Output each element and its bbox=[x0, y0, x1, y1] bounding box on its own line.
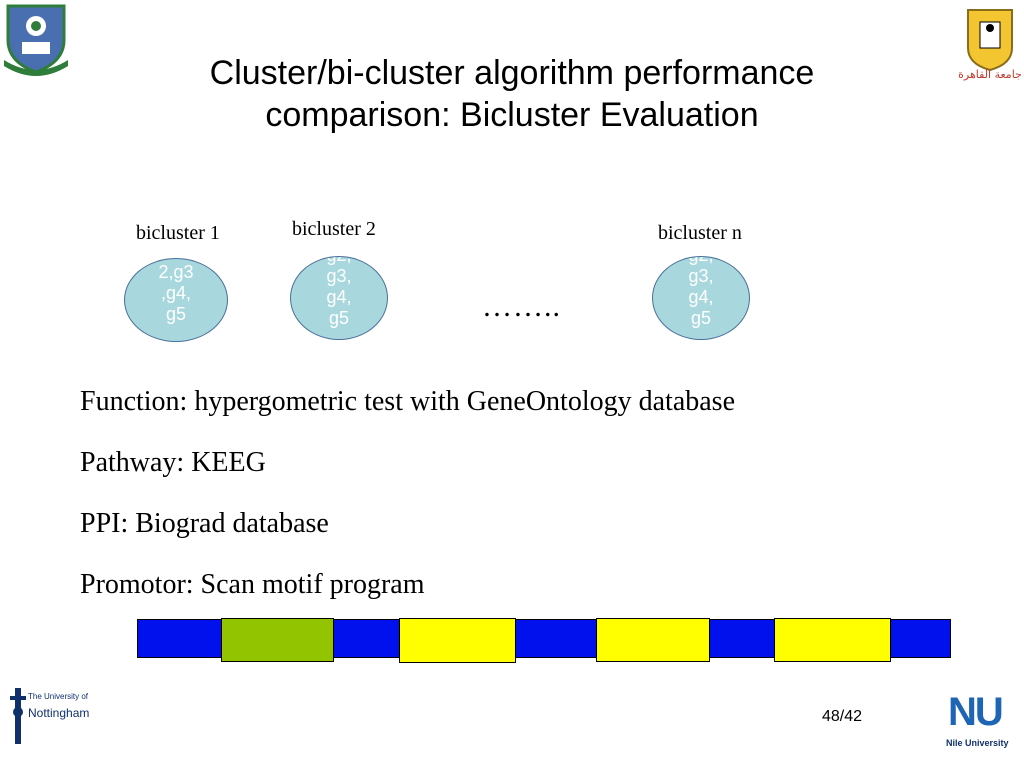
bicluster-1-line-3: g5 bbox=[165, 304, 187, 324]
motif-segment-yellow bbox=[399, 618, 516, 663]
nottingham-text-line-2: Nottingham bbox=[28, 706, 90, 720]
bicluster-1-line-2: ,g4, bbox=[160, 283, 192, 303]
nottingham-logo-icon bbox=[10, 688, 26, 744]
bicluster-n-node: g2, g3, g4, g5 bbox=[652, 256, 750, 340]
bullet-pathway: Pathway: KEEG bbox=[80, 447, 266, 478]
bullet-function: Function: hypergometric test with GeneOn… bbox=[80, 386, 736, 417]
slide-title: Cluster/bi-cluster algorithm performance… bbox=[120, 52, 904, 136]
promoter-sequence-bar bbox=[137, 617, 951, 663]
bicluster-2-line-4: g5 bbox=[328, 308, 350, 328]
motif-segment-yellow bbox=[596, 618, 710, 662]
bicluster-n-label: bicluster n bbox=[658, 222, 742, 244]
cairo-university-logo-text: جامعة القاهرة bbox=[958, 68, 1022, 81]
nottingham-text-line-1: The University of bbox=[28, 692, 89, 701]
bicluster-1-label: bicluster 1 bbox=[136, 222, 220, 244]
more-biclusters-ellipsis: …….. bbox=[482, 290, 561, 323]
bicluster-1-line-1: 2,g3 bbox=[158, 262, 194, 282]
title-line-2: comparison: Bicluster Evaluation bbox=[265, 96, 759, 134]
nottingham-logo: The University of Nottingham bbox=[4, 684, 89, 750]
page-number: 48/42 bbox=[822, 708, 863, 725]
motif-segment-yellow bbox=[774, 618, 891, 662]
cairo-university-logo: جامعة القاهرة bbox=[958, 4, 1022, 86]
bicluster-n-line-2: g3, bbox=[688, 266, 714, 286]
bullet-promotor: Promotor: Scan motif program bbox=[80, 569, 425, 600]
cairo-university-icon bbox=[967, 9, 1013, 72]
bicluster-2-line-1: g2, bbox=[291, 257, 387, 266]
bicluster-1-node: 2,g3 ,g4, g5 bbox=[124, 258, 228, 342]
university-crest-icon bbox=[4, 4, 68, 76]
bicluster-2-label: bicluster 2 bbox=[292, 218, 376, 240]
bicluster-n-line-4: g5 bbox=[690, 308, 712, 328]
nile-university-logo-icon: NU bbox=[948, 690, 1004, 734]
bicluster-2-line-2: g3, bbox=[326, 266, 352, 286]
bicluster-n-line-1: g2, bbox=[653, 257, 749, 266]
university-crest-logo bbox=[0, 0, 72, 78]
nile-university-logo: NU Nile University bbox=[944, 690, 1020, 756]
title-line-1: Cluster/bi-cluster algorithm performance bbox=[209, 54, 815, 92]
motif-segment-green bbox=[221, 618, 334, 662]
bicluster-2-line-3: g4, bbox=[326, 287, 352, 307]
bicluster-n-line-3: g4, bbox=[688, 287, 714, 307]
bullet-ppi: PPI: Biograd database bbox=[80, 508, 329, 539]
bicluster-2-node: g2, g3, g4, g5 bbox=[290, 256, 388, 340]
nile-university-logo-text: Nile University bbox=[946, 738, 1009, 748]
